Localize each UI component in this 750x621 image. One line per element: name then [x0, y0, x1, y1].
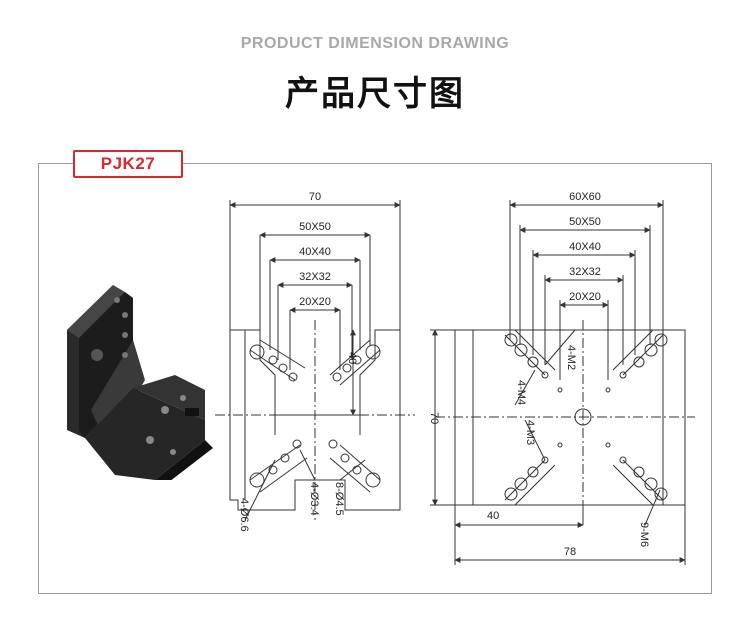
- side-dim-32: 32X32: [299, 271, 331, 283]
- drawing-subtitle: PRODUCT DIMENSION DRAWING: [240, 35, 510, 52]
- callout-m3: 4-M3: [524, 420, 536, 445]
- drawing-title: 产品尺寸图: [285, 75, 465, 113]
- product-photo: [67, 285, 213, 480]
- callout-holes-66: 4-Ø6.6: [238, 498, 250, 532]
- front-dim-height: 70: [428, 412, 440, 424]
- drawing-frame: [38, 163, 712, 594]
- front-dim-60: 60X60: [569, 191, 601, 203]
- front-dim-50: 50X50: [569, 216, 601, 228]
- callout-m2: 4-M2: [565, 345, 577, 370]
- dimension-drawing: 70 50X50 40X40 32X32 20X20 40 4-Ø6.6 4-Ø…: [215, 191, 695, 565]
- front-dim-40: 40X40: [569, 241, 601, 253]
- side-dim-20: 20X20: [299, 296, 331, 308]
- side-dim-width: 70: [309, 191, 321, 203]
- front-dim-offset: 40: [487, 510, 499, 522]
- front-dim-width: 78: [564, 546, 576, 558]
- callout-m6: 9-M6: [638, 522, 650, 547]
- front-dim-20: 20X20: [569, 291, 601, 303]
- side-dim-50: 50X50: [299, 221, 331, 233]
- model-tag: PJK27: [73, 150, 183, 178]
- model-label: PJK27: [100, 154, 156, 173]
- side-dim-40: 40X40: [299, 246, 331, 258]
- front-dim-32: 32X32: [569, 266, 601, 278]
- callout-holes-34: 4-Ø3.4: [308, 482, 320, 516]
- side-dim-height: 40: [346, 352, 358, 364]
- callout-m4: 4-M4: [515, 380, 527, 405]
- callout-holes-45: 8-Ø4.5: [333, 482, 345, 516]
